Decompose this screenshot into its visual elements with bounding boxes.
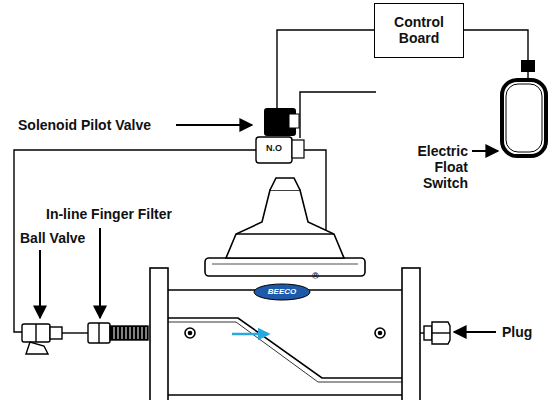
- flow-arrow: [232, 333, 268, 336]
- brand-oval: [254, 284, 310, 300]
- thread-line: [118, 327, 119, 339]
- solenoid-symbol: [292, 140, 304, 158]
- float-wire: [460, 30, 528, 80]
- ball-valve: [26, 342, 48, 354]
- part-label: Plug: [502, 324, 532, 340]
- valve-body: [150, 268, 420, 400]
- float-wire: [460, 30, 528, 60]
- part-label: Ball Valve: [20, 230, 85, 246]
- leader-arrow: [176, 124, 252, 126]
- control-board: Control Board: [374, 3, 464, 58]
- float-connector: [521, 60, 535, 72]
- valve-cover: [205, 178, 365, 276]
- leader-arrow: [472, 150, 498, 152]
- thread-line: [122, 327, 123, 339]
- leader-arrow: [39, 250, 41, 318]
- valve-body: [150, 268, 168, 400]
- valve-marking: N.O: [256, 143, 292, 154]
- plug: [432, 332, 450, 333]
- tubing: [300, 92, 376, 138]
- solenoid-symbol: [289, 114, 299, 128]
- valve-cover: [226, 190, 344, 258]
- thread-line: [142, 327, 143, 339]
- ball-valve: [50, 327, 62, 339]
- thread-line: [146, 327, 147, 339]
- brand-logo: BEECO: [268, 287, 296, 297]
- valve-body: [375, 328, 385, 338]
- part-label: In-line Finger Filter: [46, 206, 172, 222]
- finger-filter: [88, 323, 110, 343]
- valve-body: [185, 328, 195, 338]
- float-switch: [502, 80, 546, 156]
- thread-lines: [114, 327, 146, 339]
- ball-valve: [35, 324, 36, 342]
- ball-valve: [22, 324, 50, 342]
- tubing: [62, 332, 88, 333]
- plug: [432, 322, 450, 344]
- finger-filter: [110, 326, 148, 340]
- valve-cover: [270, 178, 300, 190]
- valve-body: [379, 332, 382, 335]
- plug: [424, 326, 432, 340]
- leader-arrow: [454, 331, 496, 333]
- thread-line: [130, 327, 131, 339]
- valve-body: [168, 394, 402, 396]
- ball-valve: [22, 324, 62, 354]
- float-switch: [502, 80, 546, 156]
- valve-cover: [205, 258, 365, 276]
- tubing: [14, 150, 256, 332]
- thread-line: [138, 327, 139, 339]
- valve-body: [168, 322, 402, 382]
- solenoid-symbol: [256, 137, 292, 163]
- solenoid-valve: N.O: [256, 108, 298, 164]
- leader-arrow: [40, 125, 498, 332]
- valve-body: [168, 318, 402, 378]
- float-switch: [506, 84, 542, 152]
- plug: [420, 322, 450, 344]
- control-wire: [277, 30, 374, 108]
- trademark-mark: ®: [312, 271, 319, 282]
- box-label: Control Board: [384, 14, 454, 46]
- valve-cover: [236, 233, 334, 235]
- part-label: Solenoid Pilot Valve: [18, 117, 151, 133]
- finger-filter: [98, 323, 99, 343]
- part-label: Electric Float Switch: [406, 143, 468, 191]
- valve-body: [402, 268, 420, 400]
- valve-cover: [212, 264, 358, 265]
- valve-body: [189, 332, 192, 335]
- thread-line: [114, 327, 115, 339]
- tubing: [14, 92, 376, 332]
- thread-line: [134, 327, 135, 339]
- finger-filter: [88, 323, 148, 343]
- leader-arrow: [99, 228, 101, 318]
- thread-line: [126, 327, 127, 339]
- solenoid-symbol: [256, 108, 304, 163]
